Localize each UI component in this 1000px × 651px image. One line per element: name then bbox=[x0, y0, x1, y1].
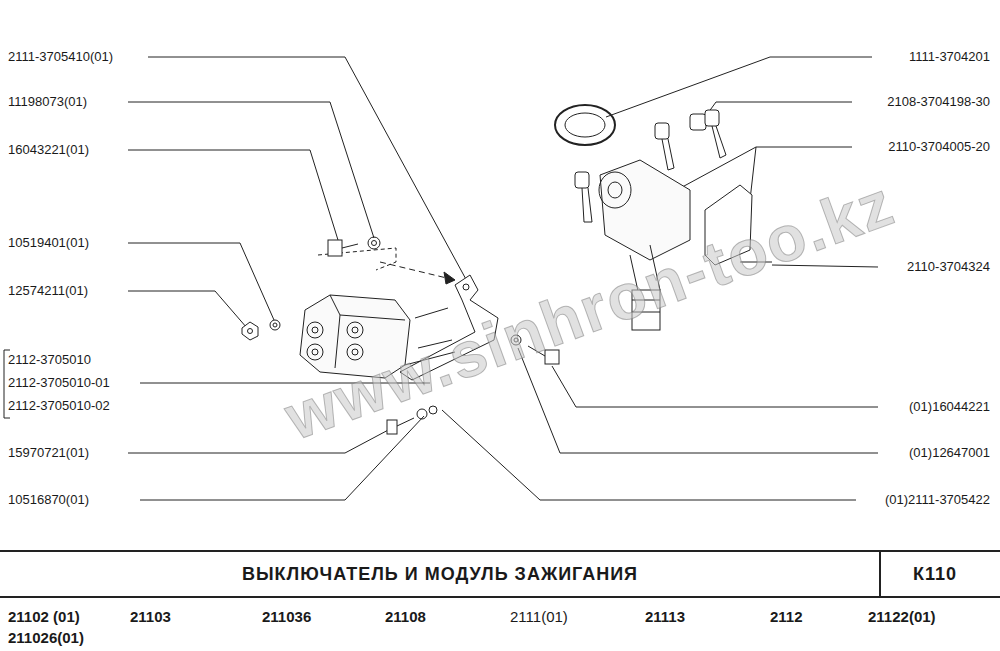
model-code: 2111(01) bbox=[510, 608, 568, 626]
part-number: 11198073(01) bbox=[8, 94, 87, 110]
part-number: 2112-3705010-01 bbox=[8, 375, 110, 391]
model-code: 211026(01) bbox=[8, 629, 84, 647]
part-number: 16043221(01) bbox=[8, 142, 89, 158]
part-number: 10516870(01) bbox=[8, 492, 89, 508]
part-number: (01)12647001 bbox=[909, 445, 990, 461]
part-number: 1111-3704201 bbox=[909, 49, 990, 65]
part-number: 15970721(01) bbox=[8, 445, 89, 461]
part-number: 12574211(01) bbox=[8, 283, 88, 299]
model-code: 211036 bbox=[262, 608, 311, 626]
diagram-title: ВЫКЛЮЧАТЕЛЬ И МОДУЛЬ ЗАЖИГАНИЯ bbox=[0, 563, 880, 585]
part-number: 2110-3704005-20 bbox=[888, 139, 990, 155]
part-number: 2108-3704198-30 bbox=[887, 94, 990, 110]
part-number: 10519401(01) bbox=[8, 235, 89, 251]
part-number: 2112-3705010 bbox=[8, 352, 91, 368]
model-code: 2112 bbox=[770, 608, 803, 626]
part-number: (01)2111-3705422 bbox=[885, 492, 990, 508]
model-code: 21108 bbox=[385, 608, 426, 626]
model-code: 21103 bbox=[130, 608, 171, 626]
model-code: 21122(01) bbox=[868, 608, 936, 626]
model-code: 21113 bbox=[645, 608, 685, 626]
part-number: 2112-3705010-02 bbox=[8, 398, 110, 414]
part-number: 2111-3705410(01) bbox=[8, 49, 113, 65]
part-number: (01)16044221 bbox=[909, 399, 990, 415]
part-number: 2110-3704324 bbox=[907, 259, 990, 275]
sheet-code: К110 bbox=[913, 563, 957, 585]
model-code: 21102 (01) bbox=[8, 608, 80, 626]
